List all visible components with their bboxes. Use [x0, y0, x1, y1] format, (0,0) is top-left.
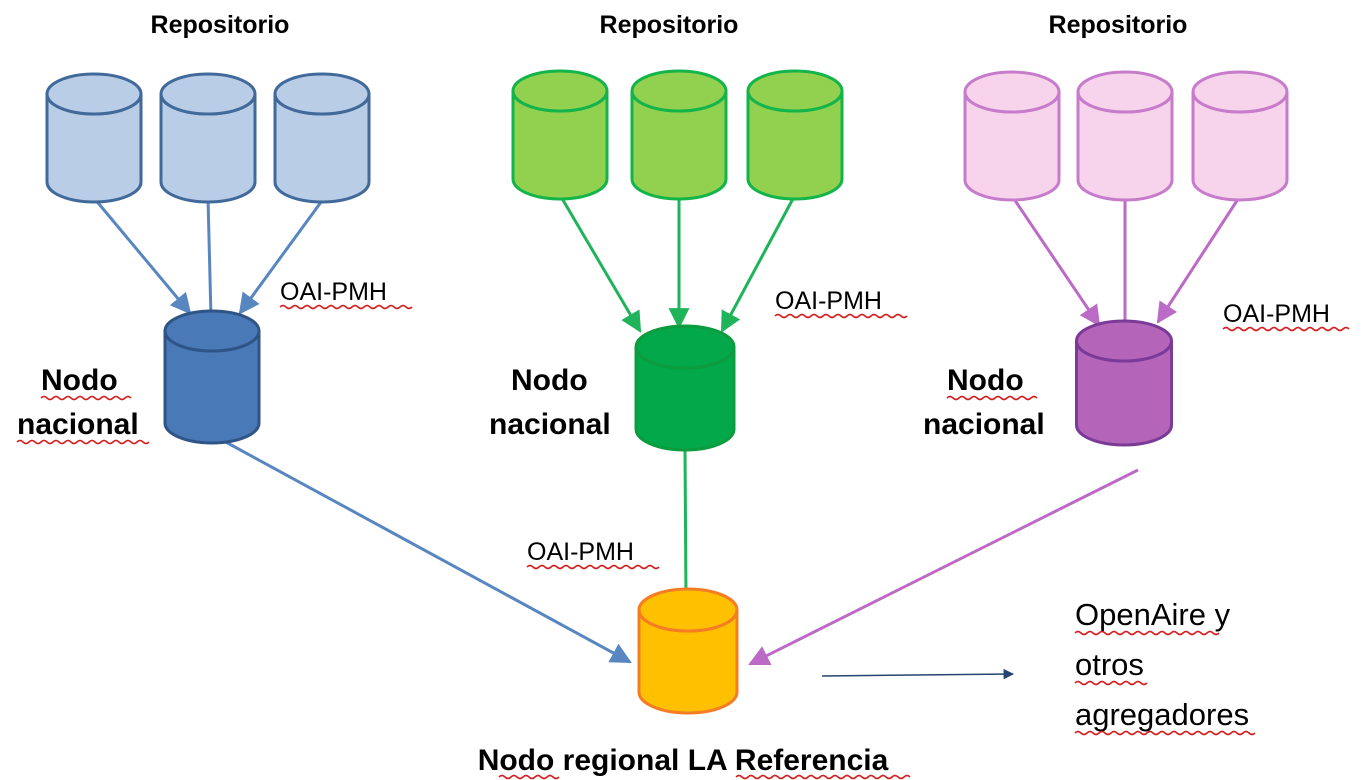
protocol-spellcheck-underline-green	[774, 313, 908, 319]
national-node-green-cylinder	[634, 324, 736, 452]
node-label-green-line1: Nodo	[511, 364, 588, 397]
repo-title-purple: Repositorio	[1049, 11, 1188, 39]
repository-green-1-cylinder	[511, 69, 609, 201]
regional-to-external-arrow	[821, 668, 1015, 680]
node-label-purple-line2: nacional	[923, 408, 1045, 441]
regional-spellcheck-underline-2	[735, 774, 911, 780]
repository-green-2-cylinder	[630, 69, 728, 201]
regional-node-cylinder	[637, 587, 739, 715]
repository-purple-1-cylinder	[963, 70, 1061, 202]
protocol-spellcheck-underline-blue	[279, 304, 413, 310]
national-node-purple-cylinder	[1075, 319, 1173, 447]
external-spellcheck-underline-1	[1074, 630, 1220, 636]
repository-purple-2-cylinder	[1076, 70, 1174, 202]
node-label-green-line2: nacional	[489, 408, 611, 441]
node-spellcheck-underline-purple-1	[946, 395, 1038, 401]
repository-blue-1-cylinder	[45, 72, 143, 204]
green-node-to-regional-connector	[683, 449, 688, 599]
external-aggregators-line2: otros	[1075, 647, 1144, 682]
node-spellcheck-underline-blue-2	[16, 439, 150, 445]
purple-repo1-to-node-arrow	[1010, 195, 1101, 327]
protocol-label-regional: OAI-PMH	[527, 538, 634, 566]
national-node-blue-cylinder	[163, 309, 261, 445]
blue-repo1-to-node-arrow	[92, 197, 192, 315]
repository-blue-3-cylinder	[273, 72, 371, 204]
regional-spellcheck-underline	[498, 774, 560, 780]
blue-repo3-to-node-arrow	[238, 197, 326, 315]
external-spellcheck-underline-2	[1074, 680, 1148, 686]
external-spellcheck-underline-3	[1074, 730, 1256, 736]
protocol-spellcheck-underline-purple	[1222, 326, 1350, 332]
protocol-label-purple: OAI-PMH	[1223, 300, 1330, 328]
regional-node-label: Nodo regional LA Referencia	[478, 744, 889, 777]
node-label-blue-line2: nacional	[17, 408, 139, 441]
repository-blue-2-cylinder	[159, 72, 257, 204]
node-label-purple-line1: Nodo	[947, 364, 1024, 397]
repo-title-blue: Repositorio	[151, 11, 290, 39]
protocol-label-blue: OAI-PMH	[280, 278, 387, 306]
external-aggregators-line1: OpenAire y	[1075, 597, 1231, 632]
protocol-spellcheck-underline-regional	[526, 564, 660, 570]
repository-green-3-cylinder	[746, 69, 844, 201]
repository-purple-3-cylinder	[1191, 70, 1289, 202]
protocol-label-green: OAI-PMH	[775, 287, 882, 315]
node-spellcheck-underline-blue-1	[40, 395, 132, 401]
blue-repo2-to-node-connector	[206, 197, 213, 319]
green-repo1-to-node-arrow	[558, 194, 642, 333]
purple-node-to-regional-arrow	[748, 468, 1139, 666]
green-repo3-to-node-arrow	[720, 194, 797, 333]
blue-node-to-regional-arrow	[221, 438, 632, 664]
cylinders-layer	[45, 69, 1289, 715]
external-aggregators-line3: agregadores	[1075, 697, 1249, 732]
node-label-blue-line1: Nodo	[41, 364, 118, 397]
purple-repo3-to-node-arrow	[1156, 195, 1242, 324]
repo-title-green: Repositorio	[600, 11, 739, 39]
